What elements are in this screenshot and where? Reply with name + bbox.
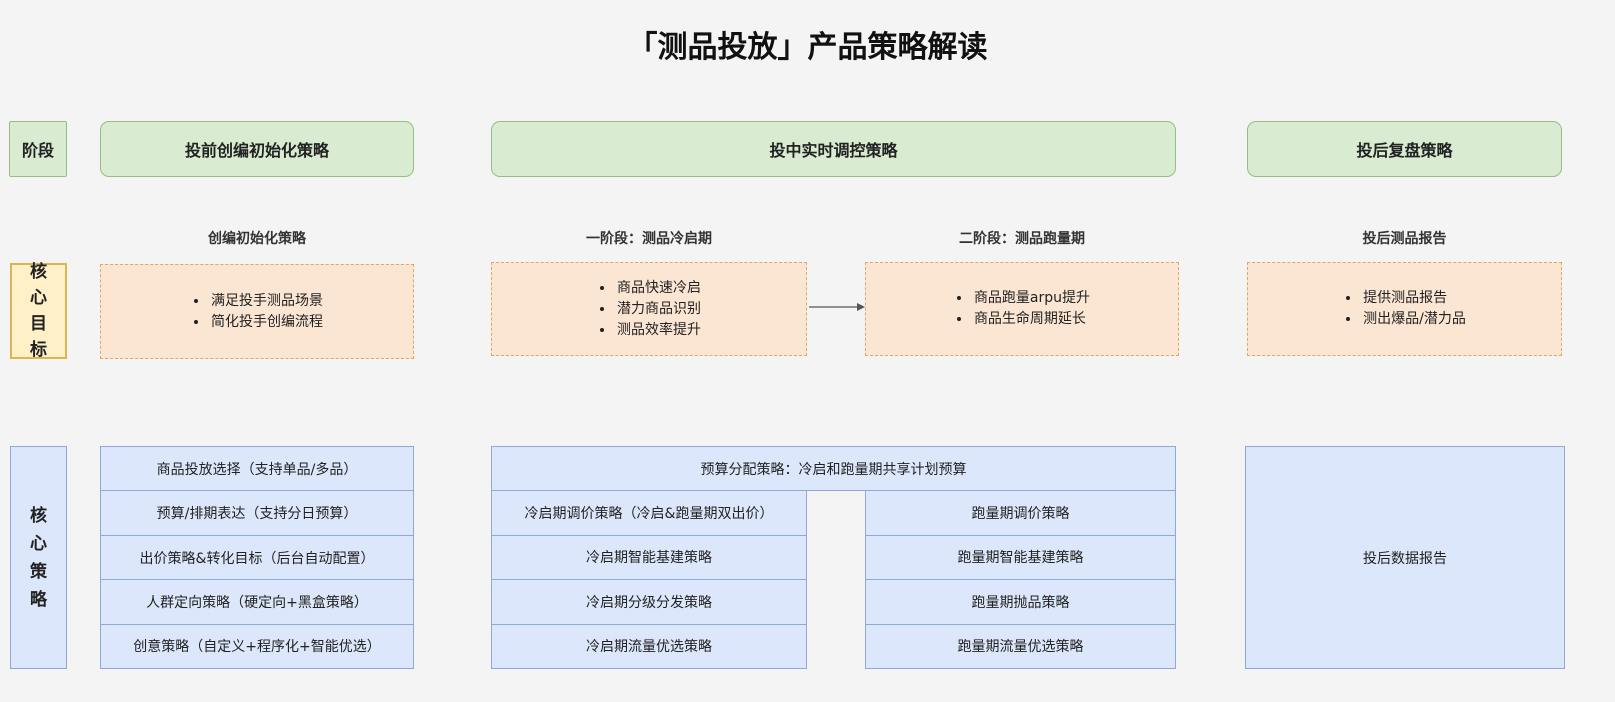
- strategy-label-char: 核: [30, 505, 47, 526]
- goal-box-mid2: 商品跑量arpu提升 商品生命周期延长: [865, 262, 1179, 356]
- strategy-shared-budget: 预算分配策略：冷启和跑量期共享计划预算: [491, 446, 1176, 491]
- goal-item: 简化投手创编流程: [209, 312, 323, 333]
- row-label-strategy: 核 心 策 略: [10, 446, 67, 669]
- goal-label-char: 核: [30, 262, 47, 282]
- goal-item: 测品效率提升: [615, 320, 701, 341]
- goal-box-pre: 满足投手测品场景 简化投手创编流程: [100, 264, 414, 359]
- subtitle-mid1: 一阶段：测品冷启期: [586, 231, 712, 247]
- strategy-cell: 预算/排期表达（支持分日预算）: [100, 491, 414, 536]
- page-title: 「测品投放」产品策略解读: [627, 30, 988, 65]
- strategy-cell: 跑量期抛品策略: [865, 580, 1176, 625]
- goal-item: 商品生命周期延长: [972, 309, 1090, 330]
- row-label-stage: 阶段: [9, 121, 67, 177]
- strategy-cell: 冷启期智能基建策略: [491, 535, 807, 580]
- strategy-label-char: 略: [30, 589, 47, 610]
- subtitle-post: 投后测品报告: [1362, 231, 1447, 247]
- arrow-connector: [809, 303, 865, 311]
- strategy-cell: 出价策略&转化目标（后台自动配置）: [100, 535, 414, 581]
- goal-list-pre: 满足投手测品场景 简化投手创编流程: [191, 291, 323, 333]
- goal-list-post: 提供测品报告 测出爆品/潜力品: [1343, 288, 1466, 330]
- stage-mid: 投中实时调控策略: [491, 121, 1176, 177]
- goal-item: 测出爆品/潜力品: [1361, 309, 1466, 330]
- strategy-cell: 冷启期分级分发策略: [491, 580, 807, 625]
- subtitle-pre: 创编初始化策略: [208, 231, 306, 247]
- goal-item: 商品跑量arpu提升: [972, 288, 1090, 309]
- strategy-cell: 跑量期智能基建策略: [865, 535, 1176, 580]
- strategy-cell: 创意策略（自定义+程序化+智能优选）: [100, 624, 414, 670]
- goal-item: 商品快速冷启: [615, 278, 701, 299]
- goal-box-post: 提供测品报告 测出爆品/潜力品: [1247, 262, 1562, 356]
- arrow-head: [857, 303, 865, 311]
- strategy-list-pre: 商品投放选择（支持单品/多品） 预算/排期表达（支持分日预算） 出价策略&转化目…: [100, 446, 414, 670]
- subtitle-mid2: 二阶段：测品跑量期: [959, 231, 1085, 247]
- stage-post: 投后复盘策略: [1247, 121, 1562, 177]
- strategy-cell: 冷启期调价策略（冷启&跑量期双出价）: [491, 490, 807, 536]
- strategy-post-report: 投后数据报告: [1245, 446, 1565, 669]
- strategy-cell: 跑量期流量优选策略: [865, 624, 1176, 669]
- goal-item: 潜力商品识别: [615, 299, 701, 320]
- strategy-cell: 人群定向策略（硬定向+黑盒策略）: [100, 580, 414, 625]
- goal-label-char: 标: [30, 340, 47, 360]
- goal-item: 提供测品报告: [1361, 288, 1466, 309]
- goal-item: 满足投手测品场景: [209, 291, 323, 312]
- row-label-goal: 核 心 目 标: [10, 262, 67, 360]
- strategy-label-char: 心: [30, 533, 47, 554]
- strategy-list-mid1: 冷启期调价策略（冷启&跑量期双出价） 冷启期智能基建策略 冷启期分级分发策略 冷…: [491, 490, 807, 669]
- goal-label-char: 目: [30, 314, 47, 334]
- goal-list-mid2: 商品跑量arpu提升 商品生命周期延长: [954, 288, 1090, 330]
- strategy-list-mid2: 跑量期调价策略 跑量期智能基建策略 跑量期抛品策略 跑量期流量优选策略: [865, 490, 1176, 669]
- strategy-cell: 冷启期流量优选策略: [491, 624, 807, 669]
- goal-box-mid1: 商品快速冷启 潜力商品识别 测品效率提升: [491, 262, 807, 356]
- goal-label-char: 心: [30, 288, 47, 308]
- stage-pre: 投前创编初始化策略: [100, 121, 414, 177]
- strategy-cell: 商品投放选择（支持单品/多品）: [100, 446, 414, 492]
- strategy-label-char: 策: [30, 561, 47, 582]
- goal-list-mid1: 商品快速冷启 潜力商品识别 测品效率提升: [597, 278, 701, 341]
- strategy-cell: 跑量期调价策略: [865, 490, 1176, 536]
